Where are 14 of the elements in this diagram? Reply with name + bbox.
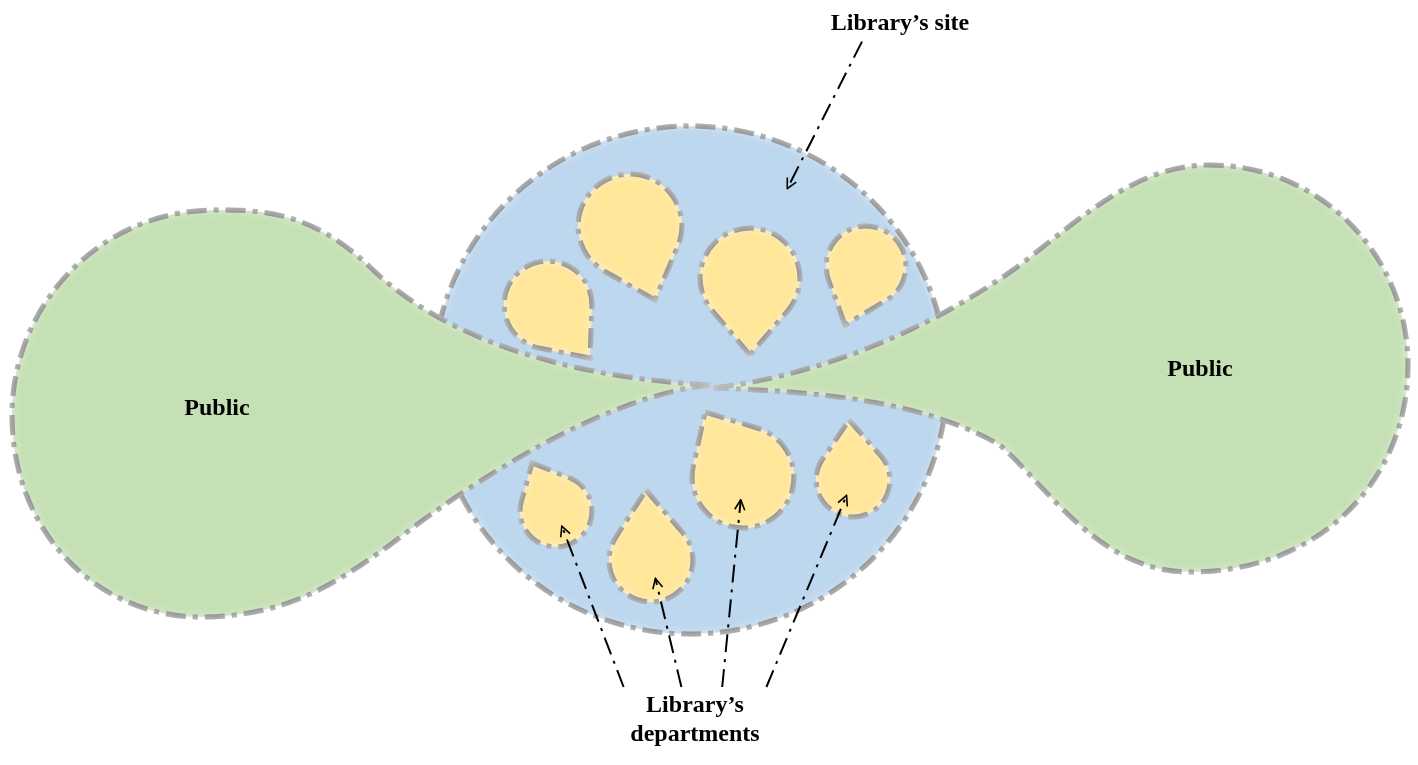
drop-shape <box>499 256 597 363</box>
leader-arrow <box>559 525 625 688</box>
drop-shape <box>515 458 597 552</box>
callout-label: Library’s site <box>805 8 995 40</box>
callout-label: Library’s departments <box>610 690 780 750</box>
drop-shape <box>821 221 911 330</box>
leader-arrow <box>652 577 683 688</box>
drop-shape <box>573 169 687 305</box>
leader-arrow <box>786 40 863 190</box>
leader-arrow <box>765 494 849 688</box>
area-label: Public <box>1167 354 1233 382</box>
drop-shape <box>687 407 799 533</box>
leader-arrow <box>721 498 746 688</box>
area-label: Public <box>184 393 250 421</box>
